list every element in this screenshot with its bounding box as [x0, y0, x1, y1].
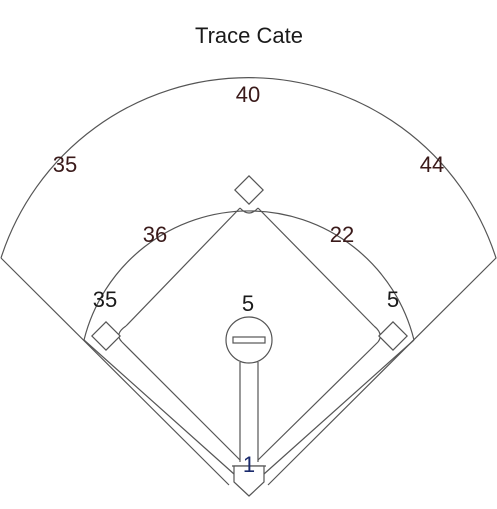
right-field-number: 44	[420, 152, 444, 177]
outfield-wall	[0, 77, 497, 486]
third-base-cutout	[118, 325, 127, 343]
third-base-line	[83, 339, 235, 475]
second-base-cutout	[239, 207, 259, 214]
basepath-third-second	[125, 207, 241, 327]
center-field-number: 40	[236, 82, 260, 107]
first-base-cutout	[373, 325, 381, 343]
shortstop-number: 36	[143, 222, 167, 247]
pitchers-rubber	[232, 336, 266, 344]
first-base	[378, 321, 408, 351]
left-field-number: 35	[53, 152, 77, 177]
basepath-home-third	[121, 341, 241, 461]
player-name: Trace Cate	[195, 23, 303, 48]
basepath-second-first	[257, 207, 375, 327]
mound-path	[239, 362, 259, 462]
infield-arc	[83, 210, 415, 341]
pitcher-number: 5	[242, 291, 254, 316]
second-base-number: 22	[330, 222, 354, 247]
catcher-number: 1	[243, 452, 255, 477]
basepath-first-home	[257, 341, 379, 461]
second-base	[234, 175, 264, 205]
home-plate	[233, 465, 265, 497]
first-base-number: 5	[387, 287, 399, 312]
first-base-line	[263, 339, 415, 475]
third-base-number: 35	[93, 287, 117, 312]
third-base	[91, 321, 121, 351]
